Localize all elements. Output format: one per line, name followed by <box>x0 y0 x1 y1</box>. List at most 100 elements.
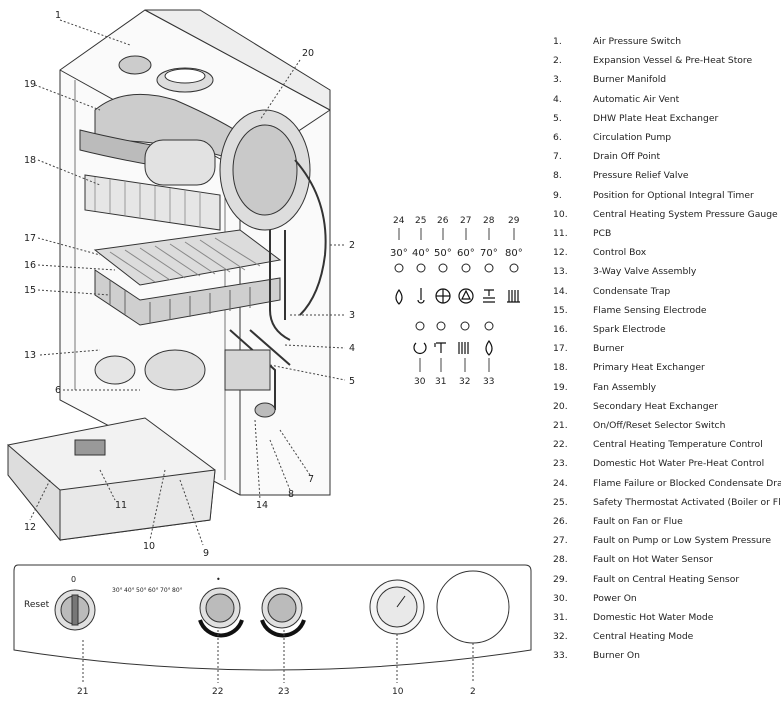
indicator-leds <box>394 263 519 331</box>
legend-text: Drain Off Point <box>593 151 661 163</box>
legend-text: Spark Electrode <box>593 324 666 335</box>
callout-17: 17 <box>24 233 36 244</box>
leader-lines <box>29 19 474 683</box>
legend-text: Fault on Central Heating Sensor <box>593 573 740 585</box>
legend-text: Pressure Relief Valve <box>593 170 689 182</box>
legend-number: 16. <box>553 324 568 335</box>
legend-number: 29. <box>553 573 568 585</box>
panel-labels: Reset 0 • 30° 40° 50° 60° 70° 80° 21 22 … <box>24 575 476 697</box>
hot-water-sensor-icon <box>483 289 495 303</box>
indicator-num-30: 30 <box>414 377 426 387</box>
indicator-temp-80: 80° <box>505 248 523 259</box>
timer-position <box>436 570 510 644</box>
pump-icon <box>458 288 474 304</box>
callout-3: 3 <box>349 310 355 321</box>
legend-text: Burner <box>593 343 624 355</box>
legend-text: Central Heating Temperature Control <box>593 439 763 451</box>
legend-text: Central Heating System Pressure Gauge <box>593 208 778 220</box>
legend-number: 4. <box>553 93 562 105</box>
flame-failure-icon <box>395 288 403 305</box>
expansion-vessel <box>294 159 327 316</box>
callout-16: 16 <box>24 260 36 271</box>
legend-number: 15. <box>553 304 568 316</box>
legend-number: 27. <box>553 535 568 547</box>
panel-temp-3: 50° <box>136 587 147 594</box>
legend-text: Control Box <box>593 247 647 259</box>
control-box <box>7 417 216 542</box>
callout-labels: 1 2 3 4 5 6 7 8 9 10 11 12 13 14 15 16 1… <box>24 10 355 559</box>
indicator-temp-50: 50° <box>434 248 452 259</box>
secondary-heat-exchanger <box>144 109 311 231</box>
legend-text: Safety Thermostat Activated (Boiler or F… <box>593 496 781 508</box>
thermometer-icon <box>417 288 425 304</box>
legend-number: 3. <box>553 74 562 86</box>
legend-text: Automatic Air Vent <box>593 93 680 105</box>
panel-temp-4: 60° <box>148 587 159 594</box>
legend-number: 5. <box>553 112 562 124</box>
indicator-temp-40: 40° <box>412 248 430 259</box>
legend-number: 8. <box>553 170 562 182</box>
tap-icon <box>434 342 446 353</box>
callout-8: 8 <box>288 489 294 500</box>
indicator-num-26: 26 <box>437 216 449 226</box>
legend-text: Circulation Pump <box>593 132 672 143</box>
legend-number: 2. <box>553 55 562 67</box>
ch-sensor-icon <box>507 290 520 303</box>
callout-4: 4 <box>349 343 355 354</box>
legend-text: Position for Optional Integral Timer <box>593 189 754 201</box>
legend-text: Air Pressure Switch <box>593 36 682 47</box>
fan-icon <box>435 288 451 304</box>
legend-text: 3-Way Valve Assembly <box>593 266 697 278</box>
legend-text: Condensate Trap <box>593 285 671 297</box>
legend-text: Domestic Hot Water Mode <box>593 612 714 623</box>
legend-number: 24. <box>553 477 568 489</box>
indicator-num-33: 33 <box>483 377 494 387</box>
legend-number: 9. <box>553 189 562 201</box>
indicator-num-32: 32 <box>459 377 470 387</box>
control-panel <box>13 564 532 671</box>
legend-text: Fan Assembly <box>593 381 657 393</box>
callout-18: 18 <box>24 155 36 166</box>
zero-label: 0 <box>71 575 76 584</box>
panel-temp-6: 80° <box>172 587 183 594</box>
callout-11: 11 <box>115 500 127 511</box>
pipework <box>229 230 291 410</box>
legend-text: Secondary Heat Exchanger <box>593 400 718 412</box>
legend-number: 1. <box>553 36 562 47</box>
callout-6: 6 <box>55 385 61 396</box>
legend-number: 12. <box>553 247 568 259</box>
indicator-temp-60: 60° <box>457 248 475 259</box>
indicator-temp-70: 70° <box>480 248 498 259</box>
legend-text: Flame Sensing Electrode <box>593 304 707 316</box>
burner <box>93 229 282 326</box>
bottom-callout-10: 10 <box>392 687 404 697</box>
flame-icon <box>485 339 493 356</box>
indicator-num-27: 27 <box>460 216 471 226</box>
indicator-leaders <box>398 228 515 372</box>
callout-19: 19 <box>24 79 36 90</box>
callout-2: 2 <box>349 240 355 251</box>
legend-number: 31. <box>553 612 568 623</box>
legend-number: 17. <box>553 343 568 355</box>
callout-15: 15 <box>24 285 36 296</box>
legend-number: 7. <box>553 151 562 163</box>
legend-number: 32. <box>553 631 568 643</box>
reset-label: Reset <box>24 600 50 610</box>
legend-text: On/Off/Reset Selector Switch <box>593 420 726 431</box>
legend-number: 21. <box>553 420 568 431</box>
callout-9: 9 <box>203 548 209 559</box>
legend-number: 19. <box>553 381 568 393</box>
callout-13: 13 <box>24 350 36 361</box>
legend-text: Fault on Fan or Flue <box>593 516 683 527</box>
legend-number: 23. <box>553 458 568 470</box>
power-icon <box>413 342 427 354</box>
indicator-num-29: 29 <box>508 216 520 226</box>
legend-text: Power On <box>593 592 637 604</box>
bottom-callout-22: 22 <box>212 687 223 697</box>
circulation-pump <box>94 349 276 418</box>
legend-number: 25. <box>553 496 568 508</box>
legend-text: Fault on Pump or Low System Pressure <box>593 535 771 547</box>
legend-text: Domestic Hot Water Pre-Heat Control <box>593 458 765 470</box>
legend-number: 10. <box>553 208 568 220</box>
